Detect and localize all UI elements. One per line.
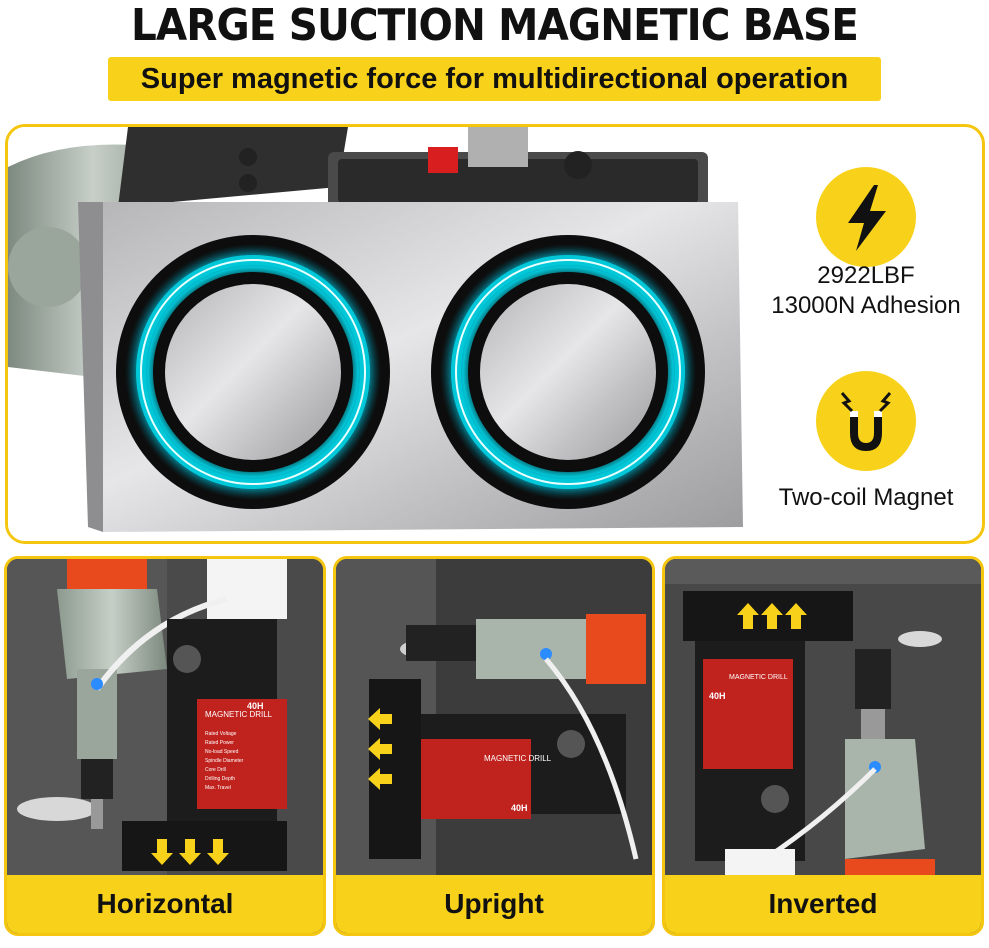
arrow-left-icon (368, 708, 392, 790)
horizontal-drill-photo: MAGNETIC DRILL 40H Rated Voltage Rated P… (7, 559, 323, 933)
panel-upright: MAGNETIC DRILL 40H Upright (333, 556, 655, 936)
magnetic-base-photo (8, 127, 808, 541)
panel-label-horizontal: Horizontal (7, 875, 323, 933)
panel-horizontal: MAGNETIC DRILL 40H Rated Voltage Rated P… (4, 556, 326, 936)
panel-label-inverted: Inverted (665, 875, 981, 933)
nameplate-row: Rated Power (205, 740, 234, 746)
force-newton-value: 13000N Adhesion (771, 292, 961, 319)
lightning-bolt-icon (816, 167, 916, 267)
magnetic-base-hero: 2922LBF 13000N Adhesion Two-coil Magnet (5, 124, 985, 544)
nameplate-row: Rated Voltage (205, 731, 237, 737)
nameplate-title: MAGNETIC DRILL (484, 754, 552, 763)
nameplate-model: 40H (511, 803, 528, 813)
nameplate-row: Max. Travel (205, 785, 231, 791)
panel-inverted: MAGNETIC DRILL 40H Inverted (662, 556, 984, 936)
nameplate-row: No-load Speed (205, 749, 239, 755)
nameplate-row: Spindle Diameter (205, 758, 244, 764)
subtitle-banner: Super magnetic force for multidirectiona… (108, 57, 881, 101)
horseshoe-magnet-icon (816, 371, 916, 471)
nameplate-model: 40H (709, 691, 726, 701)
adhesion-force-text: 2922LBF 13000N Adhesion (766, 261, 966, 321)
nameplate-row: Drilling Depth (205, 776, 235, 782)
force-lbf-value: 2922LBF (817, 262, 915, 289)
nameplate-title: MAGNETIC DRILL (205, 710, 273, 719)
page-title: LARGE SUCTION MAGNETIC BASE (130, 0, 859, 51)
panel-label-upright: Upright (336, 875, 652, 933)
nameplate-title: MAGNETIC DRILL (729, 674, 788, 681)
nameplate-model: 40H (247, 701, 264, 711)
upright-drill-photo: MAGNETIC DRILL 40H (336, 559, 652, 933)
nameplate-row: Core Drill (205, 767, 226, 773)
arrow-down-icon (151, 839, 229, 865)
two-coil-text: Two-coil Magnet (778, 484, 954, 511)
arrow-up-icon (737, 603, 807, 629)
inverted-drill-photo: MAGNETIC DRILL 40H (665, 559, 981, 933)
